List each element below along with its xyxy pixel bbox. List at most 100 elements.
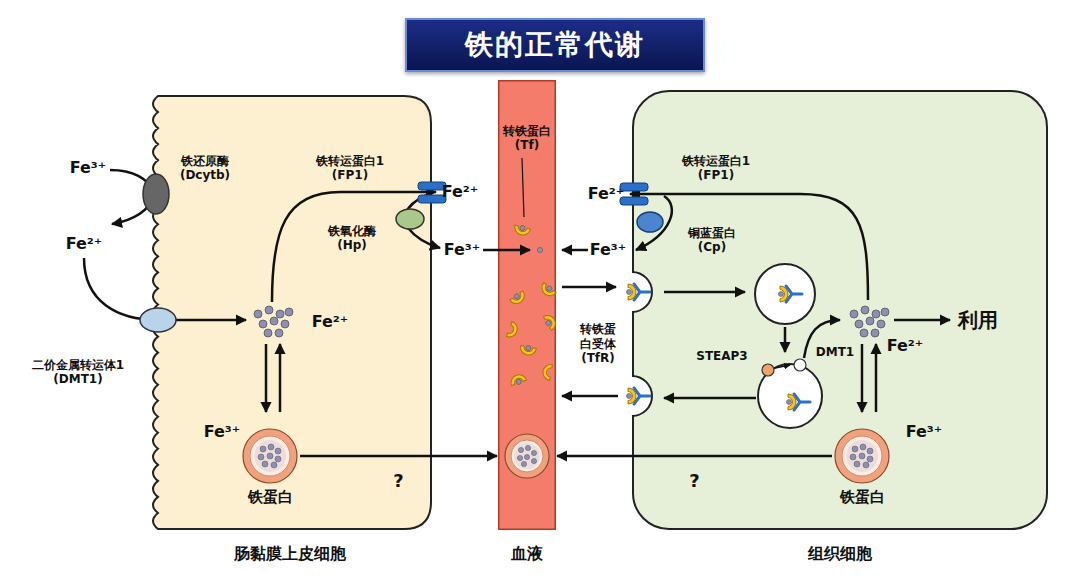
cp-protein [637, 212, 663, 232]
iron-dot [867, 448, 873, 454]
ion-label: Fe³⁺ [444, 240, 481, 259]
cell-heading: 肠黏膜上皮细胞 [234, 544, 346, 565]
uptake-arrow [562, 194, 950, 412]
transferrin-receptor [627, 388, 651, 404]
title-text: 铁的正常代谢 [465, 26, 645, 64]
iron-dot [275, 448, 281, 454]
reduction-tick [775, 365, 790, 368]
uptake-arrow [664, 397, 756, 400]
title-banner: 铁的正常代谢 [405, 18, 705, 72]
transferrin [506, 321, 519, 339]
blood-ferritin [525, 445, 530, 450]
iron-dots [850, 306, 889, 337]
endosome-receptor [779, 286, 803, 302]
uptake-arrow [664, 291, 745, 294]
transferrin [519, 344, 536, 356]
iron-dot [267, 453, 273, 459]
transferrin [542, 363, 553, 380]
ion-label: Fe³⁺ [906, 422, 943, 441]
uptake-arrow [562, 249, 588, 252]
export-arrow [483, 249, 530, 252]
ferritin-shell [243, 429, 297, 483]
protein-label: 铜蓝蛋白 (Cp) [688, 226, 736, 255]
ion-label: Fe³⁺ [70, 158, 107, 177]
blood-ferritin [524, 454, 529, 459]
export-arrow [265, 344, 268, 412]
ion-label: Fe²⁺ [312, 312, 349, 331]
protein-label: 二价金属转运体1 (DMT1) [32, 358, 124, 387]
iron-dots [850, 306, 889, 337]
blood-ferritin [505, 434, 549, 478]
blood-vessel [499, 81, 556, 530]
ferritin-core [846, 440, 878, 472]
ion-label: Fe²⁺ [442, 182, 479, 201]
export-arrow [272, 192, 436, 302]
blood-ferritin [511, 440, 543, 472]
ion-label: Fe³⁺ [590, 240, 627, 259]
edge-label: ? [393, 470, 403, 492]
hp-enzyme [396, 209, 424, 229]
cell-heading: 组织细胞 [808, 544, 872, 565]
uptake-arrow [562, 395, 618, 398]
blood-ferritin [531, 458, 536, 463]
protein-label: 铁转运蛋白1 (FP1) [316, 154, 384, 183]
iron-dot [867, 456, 873, 462]
transferrin [509, 290, 528, 307]
ferritin-outline [834, 428, 890, 484]
iron-dot [863, 462, 869, 468]
endosome [755, 264, 822, 428]
transferrin-receptor [627, 284, 651, 300]
ferritin-ring [842, 436, 882, 476]
export-arrow [279, 344, 282, 412]
transferrin [537, 247, 542, 252]
iron-dot [854, 461, 860, 467]
protein-label: 铁氧化酶 (Hp) [328, 224, 376, 253]
protein-label: 转铁蛋白 (Tf) [503, 124, 551, 153]
cell-membrane [633, 91, 1047, 529]
iron-dot [260, 446, 266, 452]
iron-dot [258, 454, 264, 460]
ferritin-label: 铁蛋白 [840, 488, 885, 507]
iron-dot [859, 453, 865, 459]
iron-dot [275, 456, 281, 462]
dmt1-transporter [794, 359, 806, 371]
transferrin-receptor [627, 284, 651, 404]
reduction-arrow [84, 170, 246, 320]
transferrin [509, 373, 527, 387]
uptake-arrow [784, 327, 787, 352]
steap3-protein [762, 364, 774, 376]
ferritin-ring [250, 436, 290, 476]
iron-dot [852, 446, 858, 452]
dmt1-transporter [140, 308, 176, 332]
leader-line [522, 158, 524, 217]
ferritin: 铁蛋白 [834, 428, 890, 484]
ferritin-core [254, 440, 286, 472]
ion-label: Fe²⁺ [66, 234, 103, 253]
blood-ferritin [505, 434, 549, 478]
usage-label: 利用 [958, 308, 998, 332]
ferritin-outline [242, 428, 298, 484]
blood-ferritin [521, 461, 526, 466]
uptake-arrow [562, 286, 616, 289]
iron-dots [254, 306, 293, 337]
endosome [758, 364, 822, 428]
protein-label: 铁还原酶 (Dcytb) [180, 154, 230, 183]
connector-arrow [300, 455, 497, 458]
ion-label: Fe²⁺ [887, 336, 924, 355]
blood-ferritin [517, 445, 536, 466]
uptake-arrow [875, 344, 878, 412]
iron-dot [268, 444, 274, 450]
ion-label: Fe²⁺ [588, 184, 625, 203]
transferrin [539, 281, 557, 299]
uptake-arrow [630, 194, 868, 300]
ferritin-shell [835, 429, 889, 483]
protein-label: DMT1 [816, 345, 854, 359]
uptake-arrow [861, 344, 864, 412]
cell-membrane [153, 96, 431, 529]
blood-ferritin [517, 455, 522, 460]
connector-arrow [557, 455, 832, 458]
